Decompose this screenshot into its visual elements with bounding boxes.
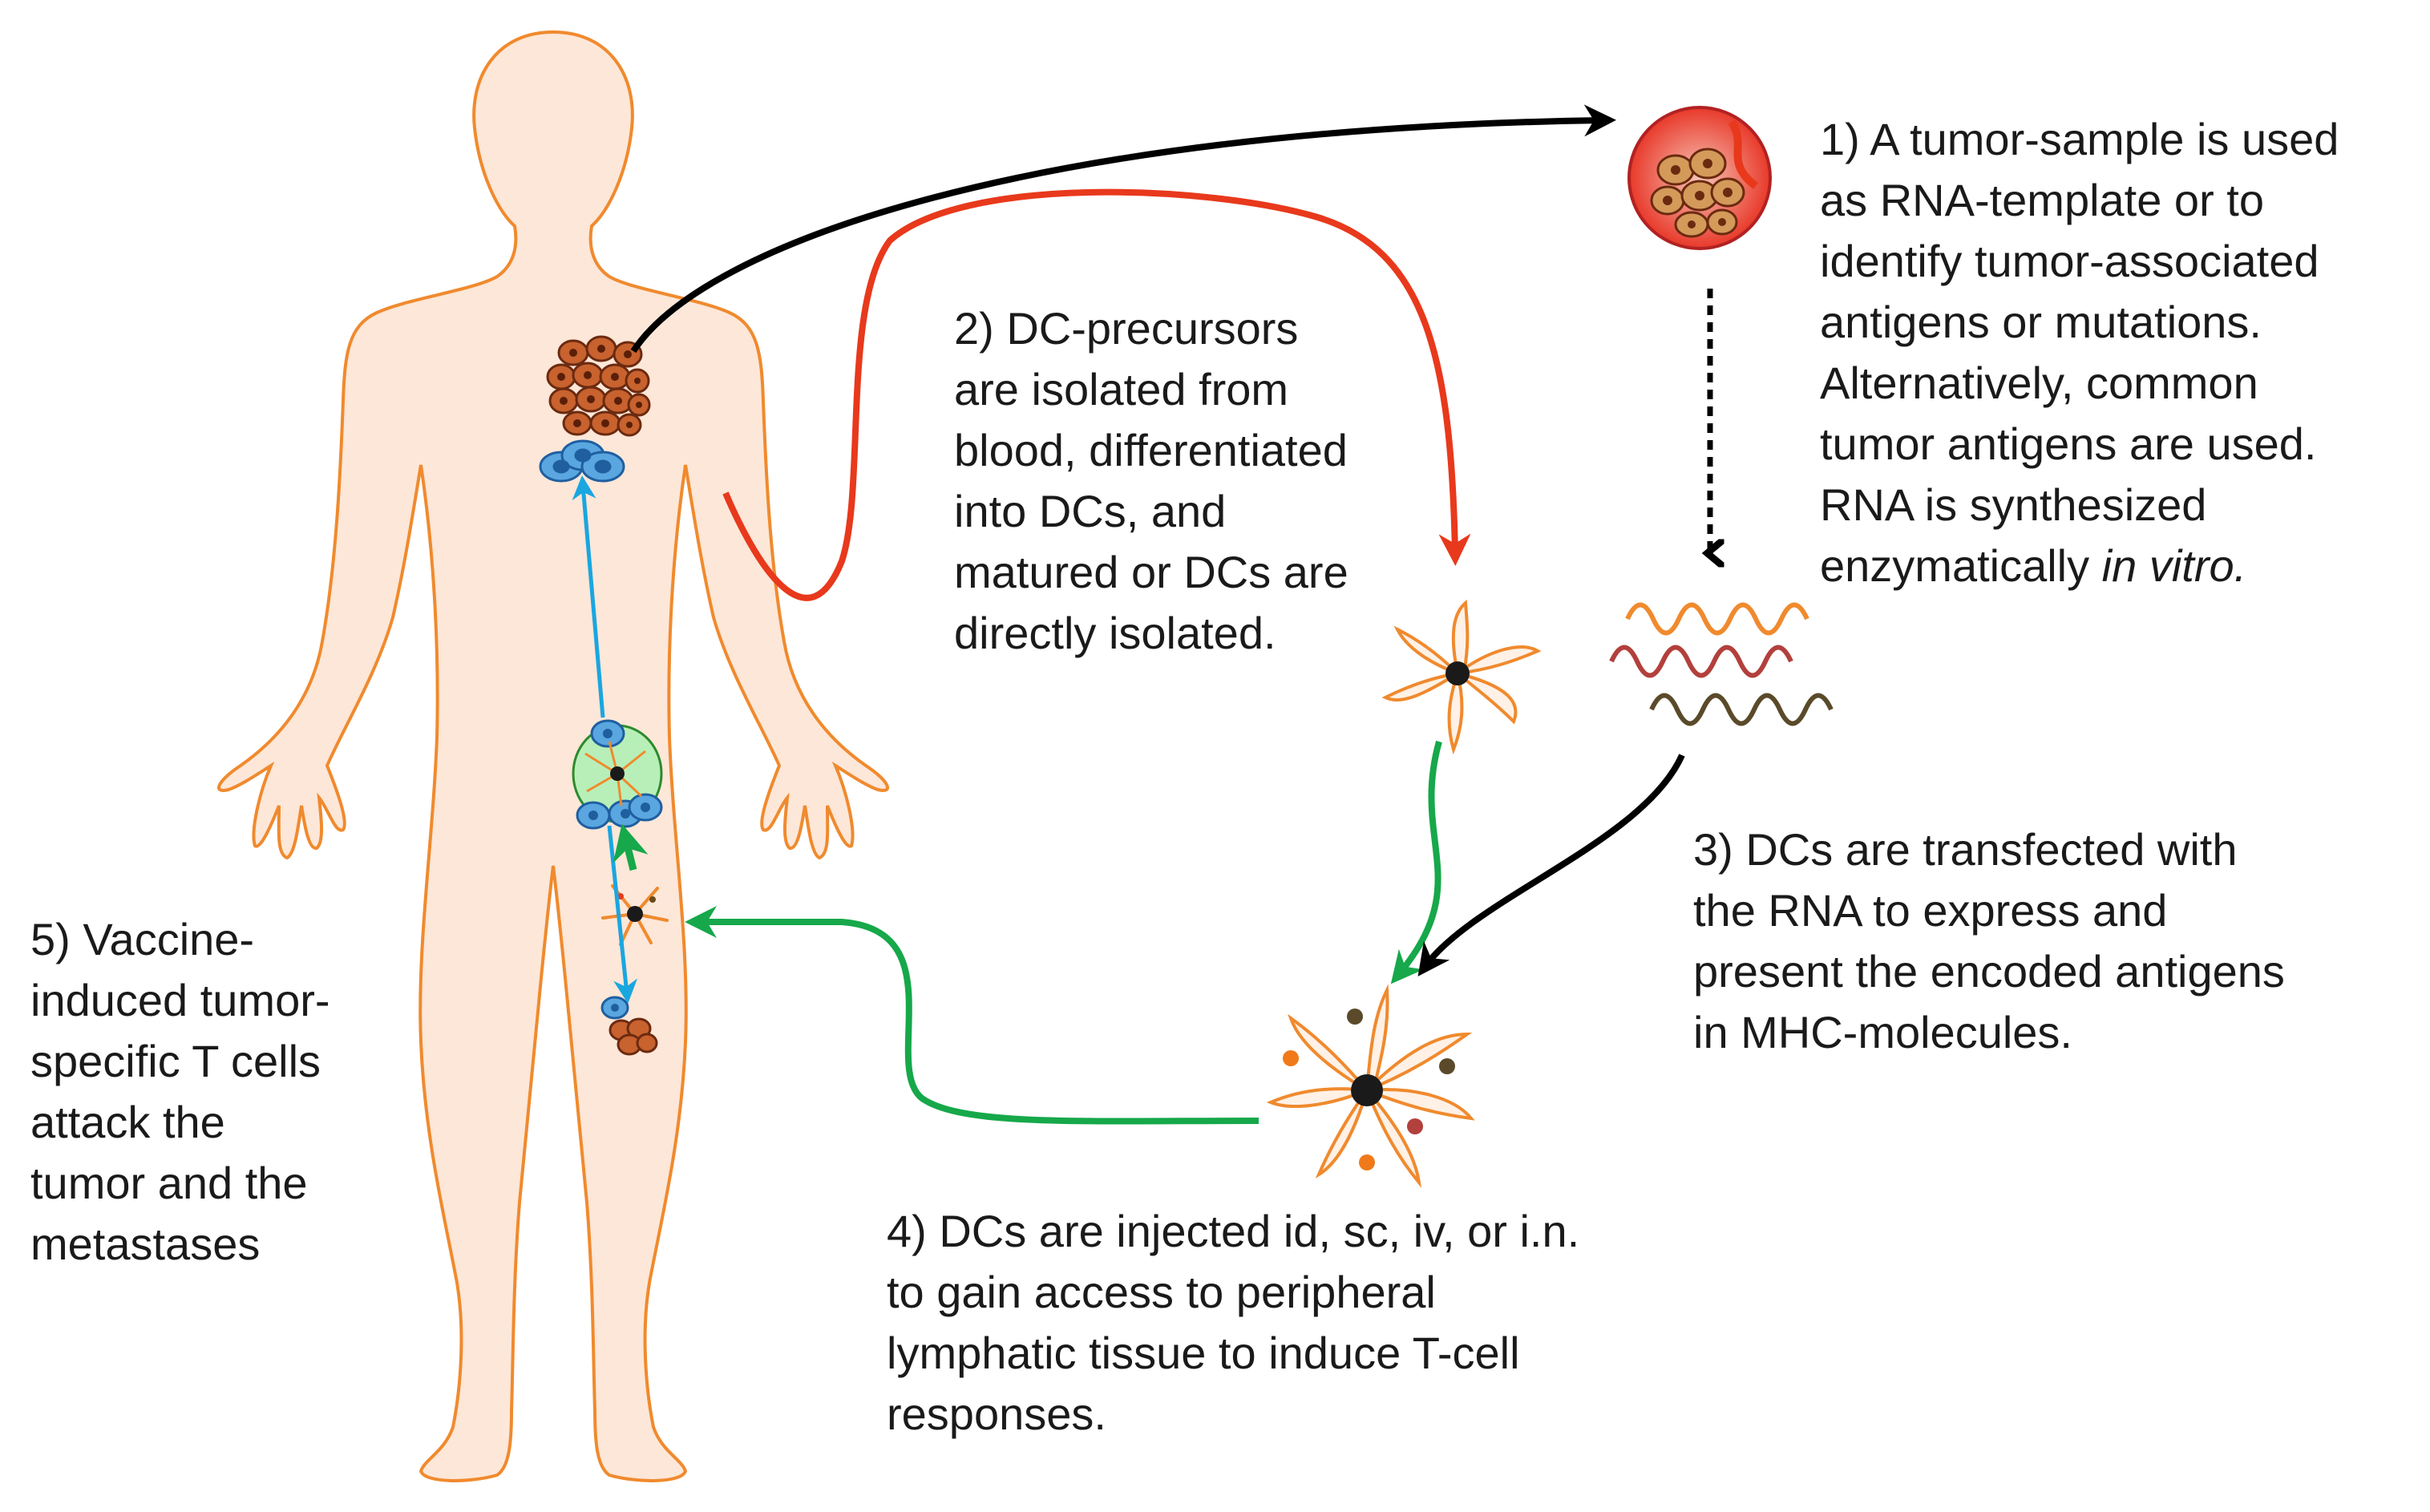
step-4-description: 4) DCs are injected id, sc, iv, or i.n. …: [887, 1201, 1579, 1445]
step-3-line: 3) DCs are transfected with: [1693, 824, 2238, 875]
human-body-silhouette: [217, 30, 889, 1482]
step-5-line: metastases: [30, 1219, 261, 1269]
antigen-loaded-dendritic-cell-icon: [1266, 984, 1475, 1188]
step-2-description: 2) DC-precursors are isolated from blood…: [954, 298, 1348, 664]
step-1-line-italic: in vitro.: [2101, 540, 2247, 591]
step-5-line: tumor and the: [30, 1158, 308, 1208]
dc-to-lymph-node-arrow: [613, 823, 649, 871]
step-1-line: as RNA-template or to: [1820, 175, 2264, 225]
step-5-line: attack the: [30, 1097, 225, 1147]
step-1-line: identify tumor-associated: [1820, 236, 2319, 286]
step-5-description: 5) Vaccine- induced tumor- specific T ce…: [30, 909, 330, 1275]
step-1-line: enzymatically in vitro.: [1820, 536, 2339, 596]
step-4-line: 4) DCs are injected id, sc, iv, or i.n.: [887, 1206, 1580, 1256]
step-2-line: 2) DC-precursors: [954, 303, 1299, 354]
step-1-line: tumor antigens are used.: [1820, 418, 2317, 469]
step-3-line: the RNA to express and: [1693, 885, 2168, 936]
step-2-line: into DCs, and: [954, 486, 1227, 536]
step-2-line: blood, differentiated: [954, 425, 1348, 475]
step-5-line: induced tumor-: [30, 975, 330, 1025]
step-1-line: RNA is synthesized: [1820, 479, 2207, 530]
tumor-sampling-arrow: [630, 104, 1616, 354]
tumor-cell-cluster-icon: [546, 335, 651, 437]
rna-transfection-arrow: [1417, 754, 1685, 976]
step-1-description: 1) A tumor-sample is used as RNA-templat…: [1820, 109, 2339, 596]
tumor-cell-cluster-icon: [600, 996, 658, 1056]
step-2-line: are isolated from: [954, 364, 1289, 414]
step-4-line: to gain access to peripheral: [887, 1267, 1436, 1317]
step-4-line: lymphatic tissue to induce T-cell: [887, 1328, 1520, 1378]
step-5-line: specific T cells: [30, 1036, 321, 1086]
tumor-sample-circle-icon: [1627, 106, 1772, 250]
step-2-line: directly isolated.: [954, 608, 1276, 658]
step-2-line: matured or DCs are: [954, 547, 1348, 597]
step-1-line: antigens or mutations.: [1820, 297, 2262, 347]
step-5-line: 5) Vaccine-: [30, 914, 255, 964]
t-cell-icon: [539, 439, 625, 483]
blood-isolation-arrow: [722, 188, 1471, 601]
step-4-line: responses.: [887, 1389, 1106, 1439]
step-1-line: 1) A tumor-sample is used: [1820, 114, 2339, 164]
step-1-line: Alternatively, common: [1820, 358, 2258, 408]
rna-strands-icon: [1609, 602, 1834, 726]
dc-maturation-arrow: [1390, 740, 1442, 984]
dendritic-cell-icon: [1381, 599, 1542, 755]
step-3-description: 3) DCs are transfected with the RNA to e…: [1693, 819, 2285, 1063]
dc-injection-arrow: [685, 906, 1259, 1125]
step-1-line-prefix: enzymatically: [1820, 540, 2102, 591]
step-3-line: present the encoded antigens: [1693, 946, 2285, 997]
t-cell-migration-arrow: [572, 475, 638, 1004]
step-3-line: in MHC-molecules.: [1693, 1007, 2072, 1057]
lymph-node-icon: [572, 719, 663, 830]
